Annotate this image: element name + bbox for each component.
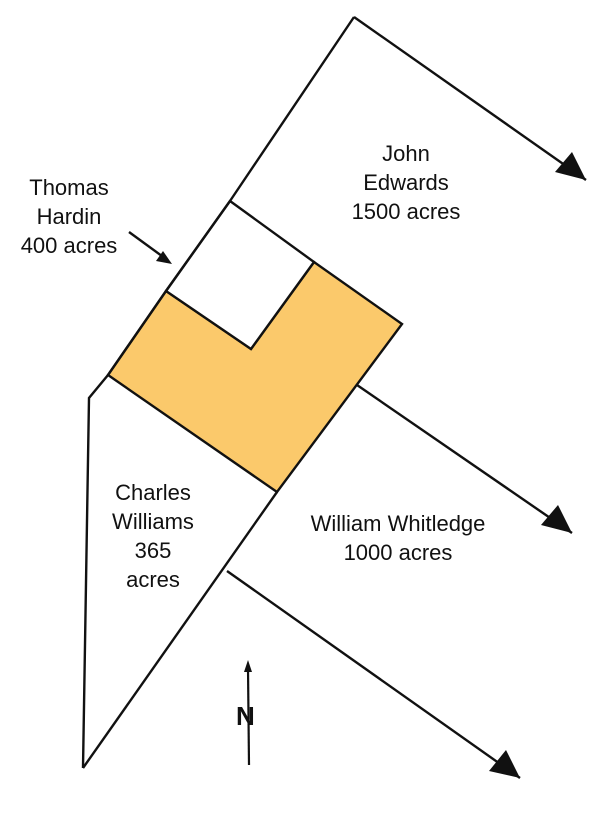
charles-williams-name-line2: Williams (112, 509, 194, 534)
charles-williams-name-line1: Charles (115, 480, 191, 505)
john-edwards-name-line2: Edwards (363, 170, 449, 195)
arrowhead-icon (489, 750, 520, 778)
charles-williams-east-boundary (82, 491, 278, 769)
arrowhead-icon (555, 152, 586, 180)
hardin-pointer-arrow (128, 231, 167, 260)
john-edwards-area: 1500 acres (351, 199, 461, 224)
charles-williams-area-line1: 365 (134, 538, 172, 563)
arrowhead-icon (541, 505, 572, 533)
john-edwards-label: John Edwards 1500 acres (352, 139, 461, 226)
whitledge-south-boundary-arrow (226, 570, 521, 779)
arrowhead-icon (156, 251, 172, 264)
western-boundary-line (81, 16, 355, 769)
thomas-hardin-area: 400 acres (20, 233, 118, 258)
thomas-hardin-name-line1: Thomas (29, 175, 109, 200)
john-edwards-name-line1: John (382, 141, 430, 166)
whitledge-north-boundary-arrow (356, 384, 573, 534)
john-edwards-boundary-arrow (353, 16, 587, 181)
william-whitledge-name: William Whitledge (310, 511, 486, 536)
william-whitledge-area: 1000 acres (343, 540, 453, 565)
william-whitledge-label: William Whitledge 1000 acres (311, 509, 486, 567)
thomas-hardin-name-line2: Hardin (36, 204, 102, 229)
charles-williams-area-line2: acres (126, 567, 180, 592)
north-arrow-icon (244, 660, 252, 766)
north-label: N (236, 701, 255, 731)
thomas-hardin-label: Thomas Hardin 400 acres (21, 173, 118, 260)
charles-williams-label: Charles Williams 365 acres (112, 478, 194, 594)
